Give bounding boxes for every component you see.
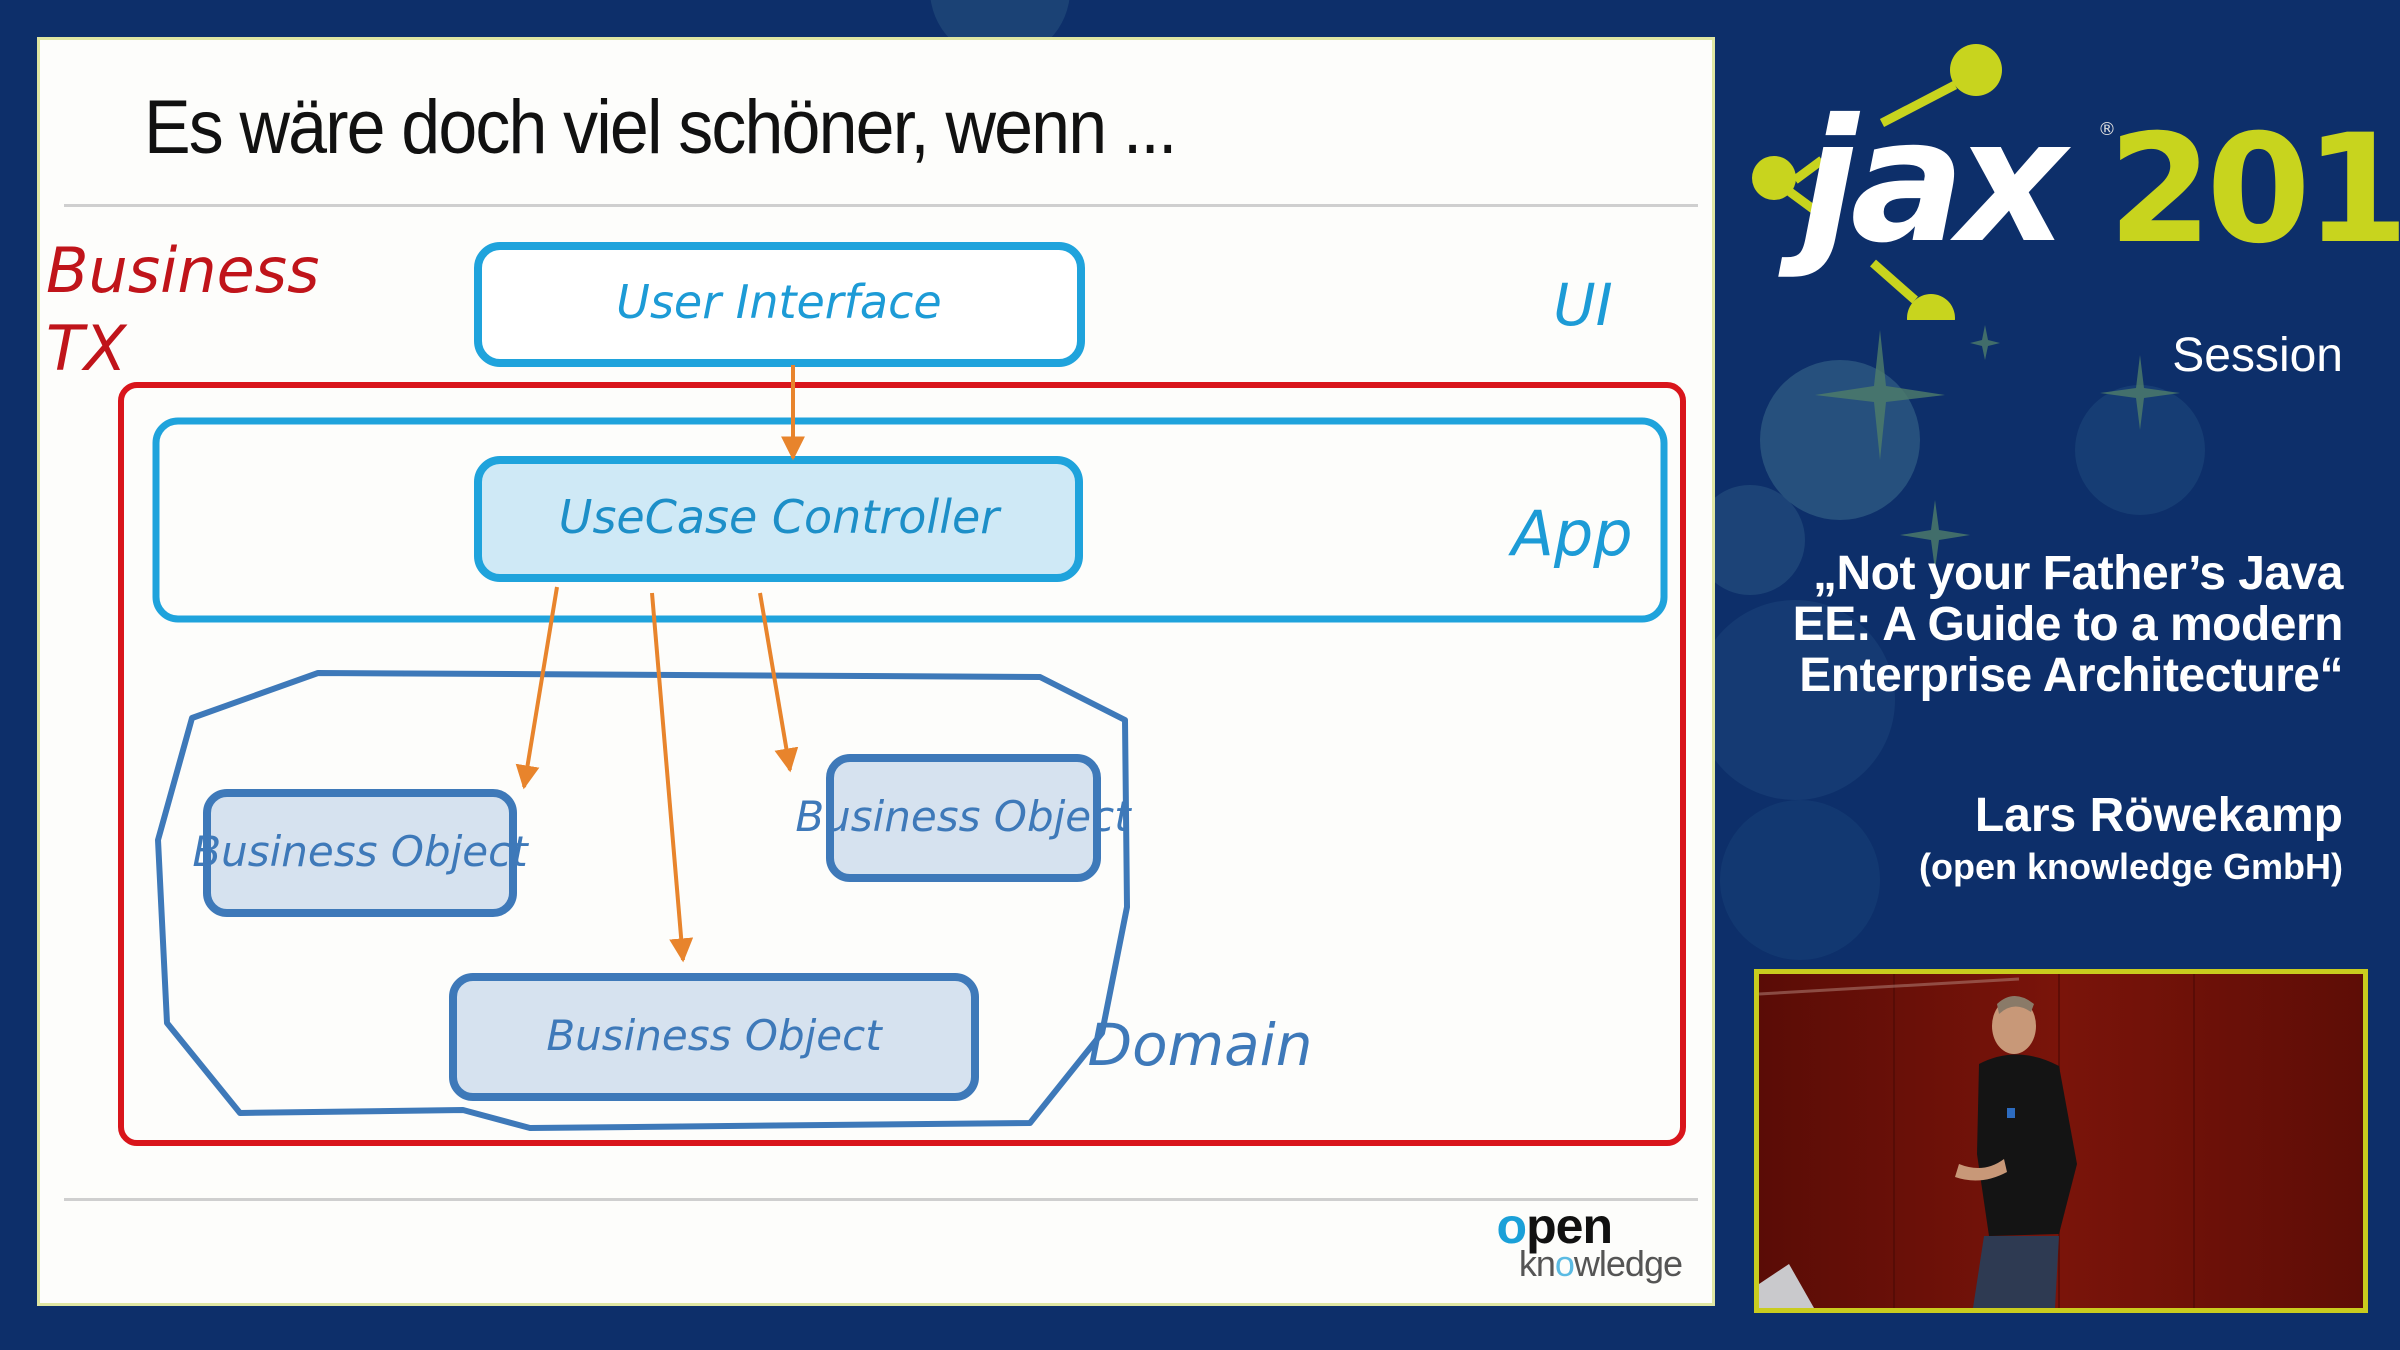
usecase-controller-label: UseCase Controller [559, 490, 1003, 544]
speaker-video [1754, 969, 2368, 1313]
presentation-slide: Es wäre doch viel schöner, wenn ... Busi… [37, 37, 1715, 1306]
arrow-controller-to-bo2 [758, 592, 799, 773]
business-object-box [449, 973, 979, 1101]
jax-2015-logo: jax ® 2015 [1752, 44, 2400, 320]
business-tx-label: TX [46, 312, 128, 385]
jax-year: 2015 [2108, 103, 2400, 277]
sparkle-icon [1815, 325, 2180, 570]
bokeh-circle [1695, 485, 1805, 595]
talk-title-line: EE: A Guide to a modern [1792, 598, 2344, 651]
arrow-controller-to-bo1 [515, 586, 559, 790]
speaker-company: (open knowledge GmbH) [1918, 846, 2343, 887]
business-object-box [203, 789, 517, 917]
bottom-divider [64, 1198, 1698, 1201]
usecase-controller-box [474, 456, 1083, 582]
bokeh-circle [2075, 385, 2205, 515]
bokeh-circle [1695, 600, 1895, 800]
slide-title: Es wäre doch viel schöner, wenn ... [144, 85, 1177, 170]
user-interface-box [474, 242, 1085, 367]
business-object-label: Business Object [546, 1011, 883, 1060]
user-interface-label: User Interface [616, 275, 941, 329]
talk-title-line: Enterprise Architecture“ [1799, 649, 2343, 702]
registered-mark: ® [2098, 119, 2116, 140]
domain-boundary [155, 670, 1130, 1131]
app-layer-box [152, 417, 1668, 623]
talk-title-line: „Not your Father’s Java [1813, 547, 2344, 600]
business-tx-boundary [118, 382, 1686, 1146]
speaker-name: Lars Röwekamp [1974, 789, 2343, 842]
business-object-label: Business Object [795, 792, 1132, 841]
speaker-video-frame [1759, 974, 2363, 1308]
business-object-box [826, 754, 1101, 882]
business-tx-label: Business [46, 234, 319, 307]
open-knowledge-logo: open knowledge [1462, 1197, 1683, 1287]
arrow-controller-to-bo3 [650, 592, 694, 963]
jax-wordmark: jax [1778, 83, 2072, 281]
app-layer-label: App [1507, 497, 1632, 570]
business-object-label: Business Object [192, 827, 529, 876]
session-label: Session [2172, 329, 2343, 382]
talk-title: „Not your Father’s Java EE: A Guide to a… [1792, 547, 2344, 702]
architecture-diagram: Business TX User Interface UI UseCase Co… [46, 234, 1686, 1146]
logo-knowledge-text: knowledge [1518, 1243, 1683, 1284]
molecule-icon [1752, 44, 2002, 320]
top-divider [64, 204, 1698, 207]
ui-layer-label: UI [1553, 271, 1613, 339]
bokeh-circle [1760, 360, 1920, 520]
speaker-figure [1955, 996, 2077, 1308]
bokeh-circle [1720, 800, 1880, 960]
logo-open-text: open [1496, 1198, 1613, 1254]
domain-layer-label: Domain [1087, 1011, 1312, 1079]
